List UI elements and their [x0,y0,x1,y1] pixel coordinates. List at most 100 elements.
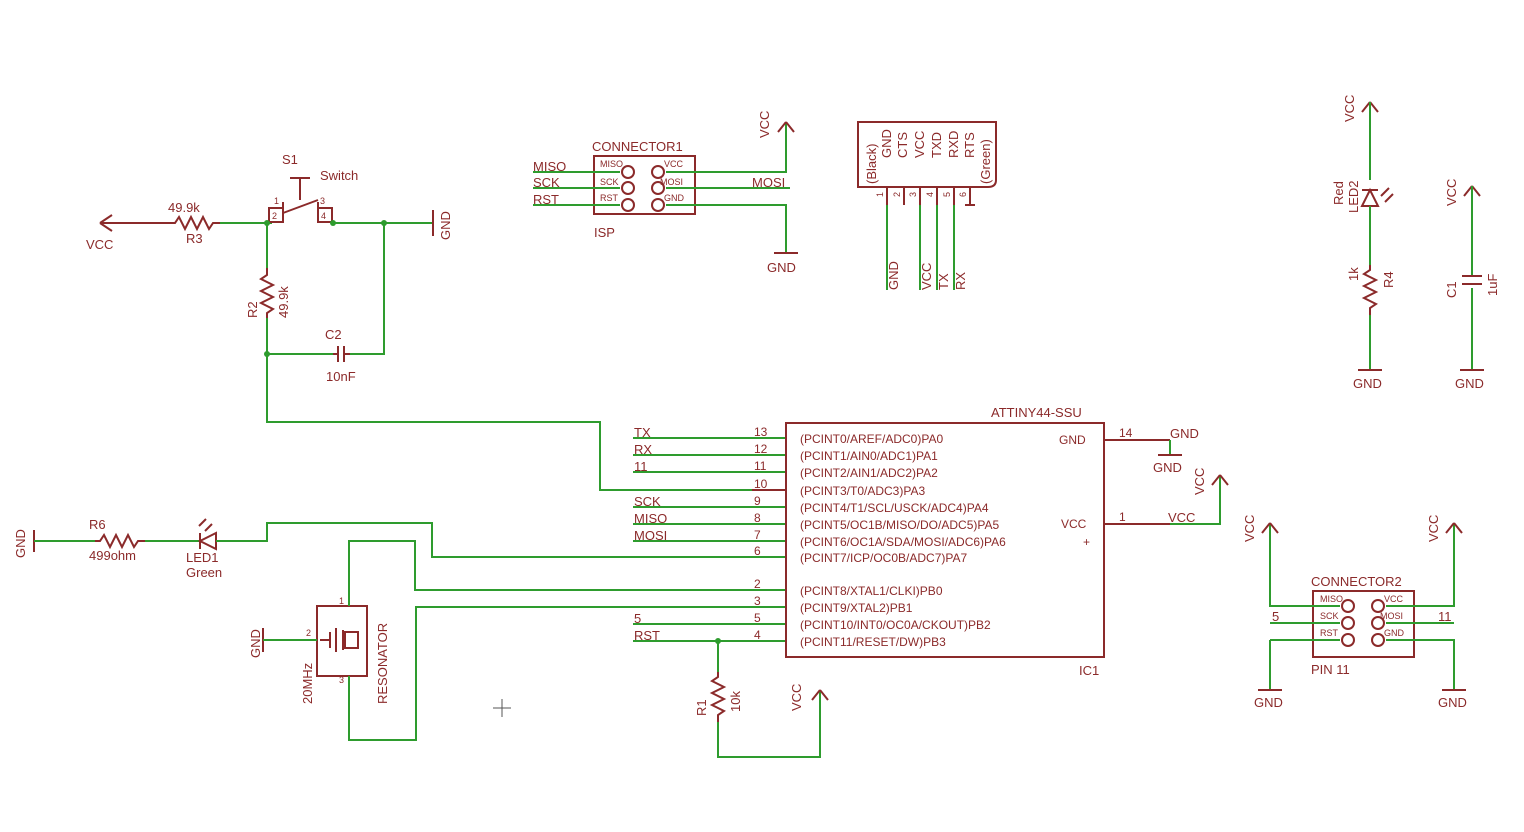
r6-value: 499ohm [89,548,136,563]
ic1-pin-net: MOSI [634,528,667,543]
resonator-name: RESONATOR [375,623,390,704]
resonator-pin-3: 3 [339,675,344,685]
ic1-pin-label: (PCINT11/RESET/DW)PB3 [800,635,946,649]
c1-value: 1uF [1485,274,1500,296]
ftdi-pin-vcc: VCC [912,131,927,158]
ic1-pin-number: 4 [754,628,761,642]
ic1-part: ATTINY44-SSU [991,405,1082,420]
led1-value: Green [186,565,222,580]
vcc-label-connector2-right: VCC [1426,515,1441,542]
led2-value: Red [1331,181,1346,205]
vcc-label-c1: VCC [1444,179,1459,206]
ftdi-net-tx: TX [936,273,951,290]
ic1-pin-net: 11 [634,459,648,474]
r1-circuit: R1 10k VCC [694,638,829,758]
ic1-pin-label: (PCINT10/INT0/OC0A/CKOUT)PB2 [800,618,991,632]
connector1-pin-vcc: VCC [664,159,684,169]
vcc-label-connector2-left: VCC [1242,515,1257,542]
ftdi-num-4: 4 [925,192,935,197]
led1-circuit: GND R6 499ohm LED1 Green [13,517,785,580]
ftdi-num-1: 1 [875,192,885,197]
ic1-attiny44: ATTINY44-SSU IC1 + 13(PCINT0/AREF/ADC0)P… [633,405,1229,678]
ftdi-color-bottom: (Green) [978,139,993,184]
connector2-value: PIN 11 [1311,662,1350,677]
ic1-pin-net: RST [634,628,660,643]
r1-name: R1 [694,699,709,716]
resonator-pin-2: 2 [306,628,311,638]
gnd-label-connector1: GND [767,260,796,275]
r4-name: R4 [1381,271,1396,288]
ic1-pin-number: 10 [754,477,768,491]
connector2-name: CONNECTOR2 [1311,574,1402,589]
gnd-label-ic1: GND [1153,460,1182,475]
ic1-pin-label: (PCINT2/AIN1/ADC2)PA2 [800,466,938,480]
ic1-pin-label: (PCINT8/XTAL1/CLKI)PB0 [800,584,943,598]
resonator-pin-1: 1 [339,596,344,606]
ic1-pin-net: RX [634,442,652,457]
ic1-pin-number: 12 [754,442,768,456]
connector2-pin-gnd: GND [1384,628,1405,638]
ic1-pin-group: 13(PCINT0/AREF/ADC0)PA0TX12(PCINT1/AIN0/… [634,425,1006,649]
ic1-pin-net: SCK [634,494,661,509]
connector2-net-11: 11 [1438,609,1452,624]
vcc-label-led2: VCC [1342,95,1357,122]
led2-circuit: VCC Red LED2 1k R4 GND [1331,95,1396,391]
ic1-net-gnd: GND [1170,426,1199,441]
gnd-label-resonator: GND [248,629,263,658]
s1-value: Switch [320,168,358,183]
connector2-pin-rst: RST [1320,628,1339,638]
led1-name: LED1 [186,550,219,565]
ic1-pin-label: (PCINT3/T0/ADC3)PA3 [800,484,925,498]
connector1-pin-mosi: MOSI [660,177,683,187]
connector1-pin-gnd: GND [664,193,685,203]
ic1-pin-label: (PCINT4/T1/SCL/USCK/ADC4)PA4 [800,501,989,515]
c1-name: C1 [1444,281,1459,298]
connector1-net-rst: RST [533,192,559,207]
ic1-pin-number: 8 [754,511,761,525]
ftdi-pin-rts: RTS [962,132,977,158]
gnd-label-switch: GND [438,211,453,240]
ic1-pin-label: (PCINT6/OC1A/SDA/MOSI/ADC6)PA6 [800,535,1006,549]
vcc-label-ic1: VCC [1192,468,1207,495]
resonator-circuit: RESONATOR 20MHz 1 2 3 GND [248,540,785,741]
vcc-label-connector1: VCC [757,111,772,138]
connector1-net-sck: SCK [533,175,560,190]
connector2-pin-miso: MISO [1320,594,1343,604]
switch-pin-2 [268,207,284,223]
r3-value: 49.9k [168,200,200,215]
connector1-net-mosi: MOSI [752,175,785,190]
c2-name: C2 [325,327,342,342]
connector1-net-miso: MISO [533,159,566,174]
ftdi-num-5: 5 [942,192,952,197]
reset-switch-circuit: VCC 49.9k R3 S1 Switch 1 2 3 4 GND R2 49… [86,152,785,491]
ic1-pin-vcc-label: VCC [1061,517,1087,531]
ic1-pin-label: (PCINT0/AREF/ADC0)PA0 [800,432,943,446]
ftdi-net-vcc: VCC [919,263,934,290]
ic1-pin-net: 5 [634,611,641,626]
ftdi-pin-cts: CTS [895,132,910,158]
s1-pin3: 3 [320,196,325,206]
ftdi-num-6: 6 [958,192,968,197]
connector1-pin-sck: SCK [600,177,619,187]
ic1-pin-14-num: 14 [1119,426,1133,440]
connector1-value: ISP [594,225,615,240]
ic1-pin-label: (PCINT9/XTAL2)PB1 [800,601,913,615]
ftdi-header: (Black) GND CTS VCC TXD RXD RTS (Green) … [857,121,997,290]
led2-name: LED2 [1346,180,1361,213]
ic1-pin-net: TX [634,425,651,440]
gnd-label-led2: GND [1353,376,1382,391]
r3-name: R3 [186,231,203,246]
r4-value: 1k [1346,267,1361,281]
connector2-pin-vcc: VCC [1384,594,1404,604]
ic1-pin-label: (PCINT5/OC1B/MISO/DO/ADC5)PA5 [800,518,999,532]
ftdi-color-top: (Black) [864,144,879,184]
connector1-pin-miso: MISO [600,159,623,169]
connector1-isp: CONNECTOR1 ISP MISO SCK RST VCC MOSI GND… [533,111,798,275]
gnd-label-led1: GND [13,529,28,558]
connector2: CONNECTOR2 PIN 11 MISO SCK RST VCC MOSI … [1242,515,1467,710]
ic1-pin-number: 7 [754,528,761,542]
ic1-pin-number: 2 [754,577,761,591]
vcc-label-r3: VCC [86,237,113,252]
connector2-pin-sck: SCK [1320,611,1339,621]
